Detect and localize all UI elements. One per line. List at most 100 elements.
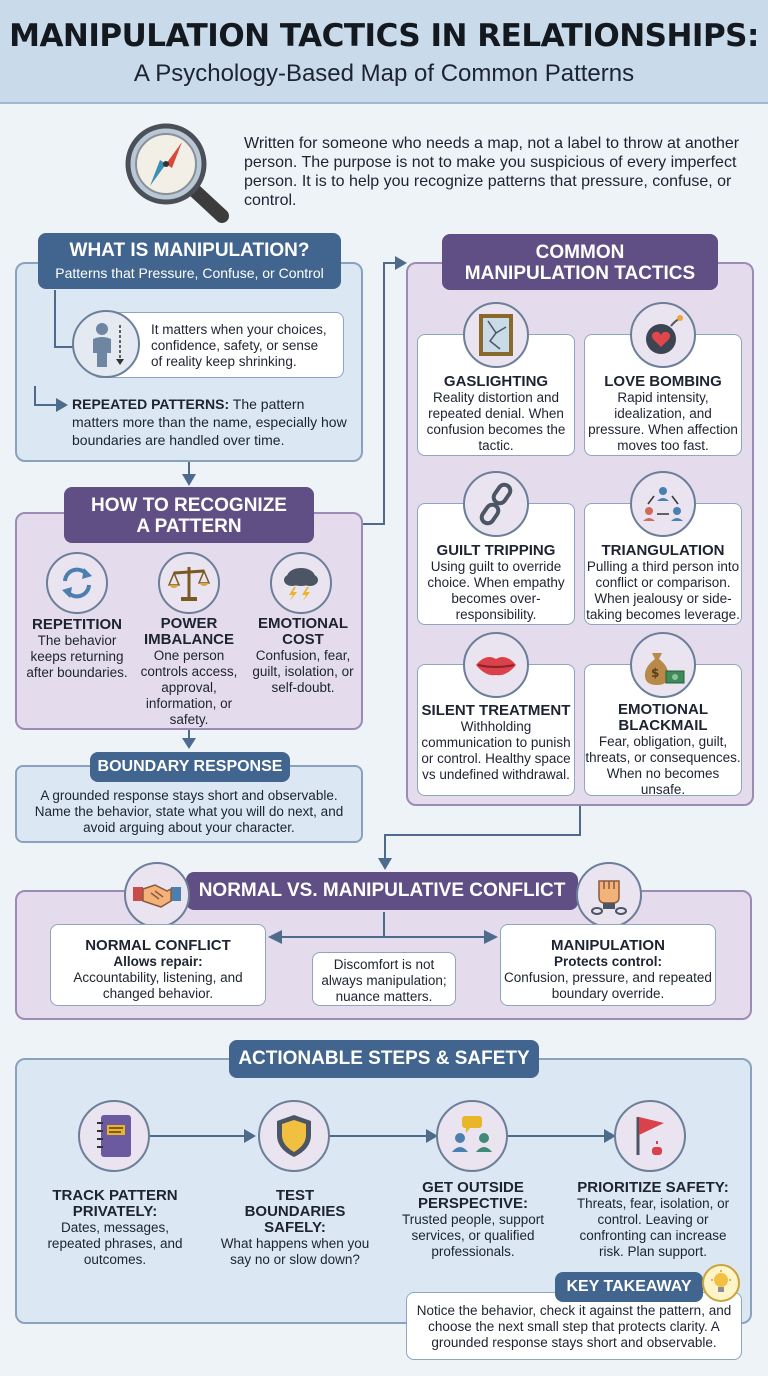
recognize-title-line2: A PATTERN bbox=[136, 516, 242, 537]
tactics-banner: COMMON MANIPULATION TACTICS bbox=[442, 234, 718, 290]
arrow-down-icon bbox=[182, 738, 196, 749]
recognize-item-title: POWER IMBALANCE bbox=[144, 615, 234, 648]
connector-line bbox=[282, 936, 484, 938]
connector-line bbox=[383, 262, 397, 264]
money-bag-icon: $ bbox=[630, 632, 696, 698]
recognize-item-title: EMOTIONAL COST bbox=[258, 615, 348, 648]
fist-chain-icon bbox=[576, 862, 642, 928]
step-title: PRIORITIZE SAFETY: bbox=[577, 1179, 729, 1196]
shrinking-person-icon bbox=[72, 310, 140, 378]
arrow-right-icon bbox=[604, 1129, 616, 1143]
manipulation-sub: Protects control: bbox=[553, 954, 662, 969]
connector-line bbox=[384, 834, 386, 860]
normal-conflict-sub: Allows repair: bbox=[113, 954, 203, 969]
tactic-text: Fear, obligation, guilt, threats, or con… bbox=[585, 734, 741, 797]
intro-text: Written for someone who needs a map, not… bbox=[244, 135, 740, 209]
notebook-icon bbox=[78, 1100, 150, 1172]
tactic-title: LOVE BOMBING bbox=[604, 373, 722, 390]
normal-conflict-card: NORMAL CONFLICT Allows repair: Accountab… bbox=[50, 924, 266, 1006]
step-title: TEST BOUNDARIES SAFELY: bbox=[244, 1187, 346, 1236]
connector-line bbox=[34, 404, 60, 406]
repeated-patterns-text: REPEATED PATTERNS: The pattern matters m… bbox=[72, 395, 352, 449]
arrow-right-icon bbox=[56, 398, 68, 412]
recognize-item-text: Confusion, fear, guilt, isolation, or se… bbox=[252, 648, 354, 695]
repeated-text: The pattern matters more than the name, … bbox=[72, 396, 347, 448]
closed-lips-icon bbox=[463, 632, 529, 698]
connector-line bbox=[54, 346, 76, 348]
tactic-text: Using guilt to override choice. When emp… bbox=[427, 559, 565, 622]
connector-line bbox=[383, 912, 385, 936]
tactic-title: GUILT TRIPPING bbox=[436, 542, 556, 559]
recognize-item: REPETITION The behavior keeps returning … bbox=[20, 616, 134, 681]
tactic-title: EMOTIONAL BLACKMAIL bbox=[618, 701, 708, 734]
connector-line bbox=[188, 462, 190, 476]
step-text: Trusted people, support services, or qua… bbox=[401, 1212, 545, 1259]
manipulation-card: MANIPULATION Protects control: Confusion… bbox=[500, 924, 716, 1006]
connector-line bbox=[34, 386, 36, 406]
connector-line bbox=[384, 834, 581, 836]
step-item: TEST BOUNDARIES SAFELY: What happens whe… bbox=[214, 1188, 376, 1268]
arrow-left-icon bbox=[268, 930, 282, 944]
manipulation-title: MANIPULATION bbox=[551, 937, 665, 954]
step-item: PRIORITIZE SAFETY: Threats, fear, isolat… bbox=[568, 1180, 738, 1260]
arrow-right-icon bbox=[484, 930, 498, 944]
connector-line bbox=[363, 523, 385, 525]
three-people-icon bbox=[630, 471, 696, 537]
step-title: TRACK PATTERN PRIVATELY: bbox=[52, 1187, 178, 1220]
step-text: Dates, messages, repeated phrases, and o… bbox=[47, 1220, 183, 1267]
storm-cloud-icon bbox=[270, 552, 332, 614]
arrow-right-icon bbox=[395, 256, 407, 270]
tactic-text: Withholding communication to punish or c… bbox=[421, 719, 571, 782]
lightbulb-icon bbox=[702, 1264, 740, 1302]
repeated-label: REPEATED PATTERNS: bbox=[72, 396, 230, 412]
tactic-title: SILENT TREATMENT bbox=[421, 702, 571, 719]
what-is-manipulation-banner: WHAT IS MANIPULATION? Patterns that Pres… bbox=[38, 233, 341, 289]
arrow-right-icon bbox=[244, 1129, 256, 1143]
recognize-panel bbox=[15, 512, 363, 730]
recognize-item: POWER IMBALANCE One person controls acce… bbox=[134, 616, 244, 728]
tactic-text: Reality distortion and repeated denial. … bbox=[426, 390, 566, 453]
tactics-title-line1: COMMON bbox=[535, 242, 625, 263]
page-subtitle: A Psychology-Based Map of Common Pattern… bbox=[133, 60, 635, 87]
connector-line bbox=[330, 1135, 426, 1137]
header: MANIPULATION TACTICS IN RELATIONSHIPS: A… bbox=[0, 0, 768, 104]
normal-conflict-text: Accountability, listening, and changed b… bbox=[73, 970, 243, 1001]
step-text: What happens when you say no or slow dow… bbox=[220, 1236, 370, 1267]
takeaway-banner: KEY TAKEAWAY bbox=[555, 1272, 703, 1302]
step-text: Threats, fear, isolation, or control. Le… bbox=[576, 1196, 730, 1259]
connector-line bbox=[508, 1135, 604, 1137]
nuance-note: Discomfort is not always manipulation; n… bbox=[312, 952, 456, 1006]
normal-conflict-title: NORMAL CONFLICT bbox=[85, 937, 231, 954]
recognize-item-title: REPETITION bbox=[31, 616, 122, 633]
broken-mirror-icon bbox=[463, 302, 529, 368]
connector-line bbox=[188, 730, 190, 740]
what-subtitle: Patterns that Pressure, Confuse, or Cont… bbox=[55, 265, 324, 281]
arrow-down-icon bbox=[182, 474, 196, 486]
arrow-right-icon bbox=[426, 1129, 438, 1143]
arrow-down-icon bbox=[378, 858, 392, 870]
svg-text:$: $ bbox=[651, 666, 659, 680]
tactic-text: Rapid intensity, idealization, and press… bbox=[588, 390, 738, 453]
boundary-text: A grounded response stays short and obse… bbox=[34, 788, 344, 835]
connector-line bbox=[579, 806, 581, 836]
tactic-title: TRIANGULATION bbox=[601, 542, 725, 559]
tactics-title-line2: MANIPULATION TACTICS bbox=[464, 263, 696, 284]
takeaway-box: Notice the behavior, check it against th… bbox=[406, 1292, 742, 1360]
heart-bomb-icon bbox=[630, 302, 696, 368]
repeat-arrows-icon bbox=[46, 552, 108, 614]
red-flag-icon bbox=[614, 1100, 686, 1172]
scale-icon bbox=[158, 552, 220, 614]
page-title: MANIPULATION TACTICS IN RELATIONSHIPS: bbox=[9, 18, 759, 54]
handshake-icon bbox=[124, 862, 190, 928]
recognize-title-line1: HOW TO RECOGNIZE bbox=[91, 495, 287, 516]
tactic-text: Pulling a third person into conflict or … bbox=[586, 559, 740, 622]
recognize-item-text: The behavior keeps returning after bound… bbox=[26, 633, 128, 680]
what-title: WHAT IS MANIPULATION? bbox=[69, 240, 310, 261]
step-item: TRACK PATTERN PRIVATELY: Dates, messages… bbox=[34, 1188, 196, 1268]
shield-icon bbox=[258, 1100, 330, 1172]
people-chat-icon bbox=[436, 1100, 508, 1172]
connector-line bbox=[383, 262, 385, 525]
step-item: GET OUTSIDE PERSPECTIVE: Trusted people,… bbox=[392, 1180, 554, 1260]
steps-banner: ACTIONABLE STEPS & SAFETY bbox=[229, 1040, 539, 1078]
boundary-banner: BOUNDARY RESPONSE bbox=[90, 752, 290, 782]
